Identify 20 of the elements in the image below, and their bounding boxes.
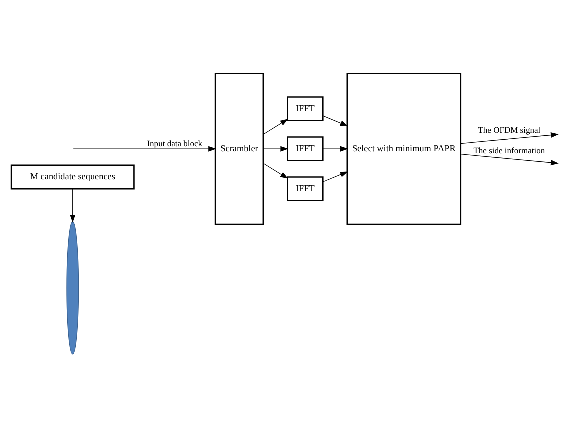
arrow [263,163,288,179]
arrow [263,119,288,135]
arrow [322,116,348,126]
node-box: Select with minimum PAPR [346,72,462,226]
arrow [73,146,216,152]
edge-label: The OFDM signal [478,124,541,135]
arrow [263,146,289,152]
arrow [70,188,76,223]
node-box: M candidate sequences [10,164,135,190]
edge-label: Input data block [147,138,203,149]
arrow [322,146,348,152]
node-box: Scrambler [214,72,264,226]
arrow [460,154,559,166]
node-box: IFFT [287,96,324,122]
arrow [460,132,559,144]
node-box: IFFT [287,136,324,162]
node-ellipse [66,222,80,355]
arrow [322,172,348,182]
edge-label: The side information [474,145,546,156]
node-box: IFFT [287,176,324,202]
